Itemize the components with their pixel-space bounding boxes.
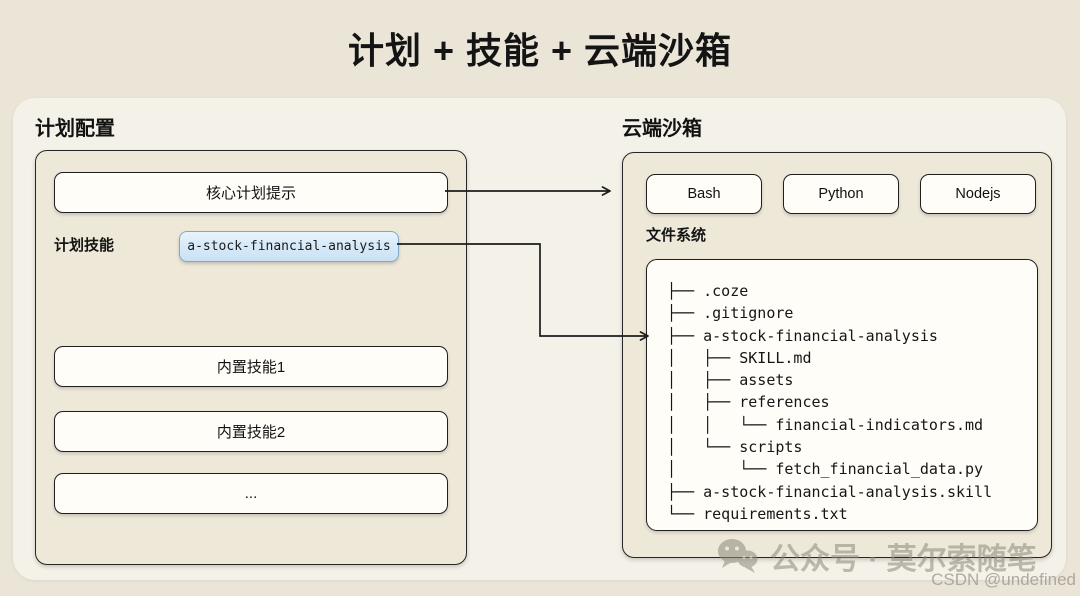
runtime-python-box: Python bbox=[783, 174, 899, 214]
builtin-skill-more-box: ... bbox=[54, 473, 448, 514]
plan-config-panel: 核心计划提示 计划技能 a-stock-financial-analysis 内… bbox=[35, 150, 467, 565]
cloud-sandbox-header: 云端沙箱 bbox=[622, 118, 702, 140]
builtin-skill-2-box: 内置技能2 bbox=[54, 411, 448, 452]
tree-line: └── requirements.txt bbox=[667, 504, 848, 523]
runtime-bash-box: Bash bbox=[646, 174, 762, 214]
core-plan-prompt-box: 核心计划提示 bbox=[54, 172, 448, 213]
tree-line: │ ├── assets bbox=[667, 371, 794, 390]
content-panel: 计划配置 云端沙箱 核心计划提示 计划技能 a-stock-financial-… bbox=[13, 98, 1066, 580]
tree-line: │ ├── SKILL.md bbox=[667, 348, 812, 367]
filesystem-label: 文件系统 bbox=[646, 227, 707, 244]
tree-line: ├── a-stock-financial-analysis.skill bbox=[667, 482, 993, 501]
builtin-skill-1-box: 内置技能1 bbox=[54, 346, 448, 387]
tree-line: │ │ └── financial-indicators.md bbox=[667, 415, 984, 434]
tree-line: │ ├── references bbox=[667, 393, 830, 412]
tree-line: ├── .gitignore bbox=[667, 304, 794, 323]
tree-line: ├── .coze bbox=[667, 282, 749, 300]
file-tree-box: ├── .coze ├── .gitignore ├── a-stock-fin… bbox=[646, 259, 1038, 531]
cloud-sandbox-panel: Bash Python Nodejs 文件系统 ├── .coze ├── .g… bbox=[622, 152, 1052, 558]
plan-config-header: 计划配置 bbox=[35, 118, 115, 140]
plan-skill-label: 计划技能 bbox=[54, 237, 115, 254]
plan-skill-chip: a-stock-financial-analysis bbox=[179, 231, 399, 262]
tree-line: │ └── scripts bbox=[667, 438, 803, 457]
tree-line: ├── a-stock-financial-analysis bbox=[667, 326, 938, 345]
runtime-nodejs-box: Nodejs bbox=[920, 174, 1036, 214]
page-title: 计划 + 技能 + 云端沙箱 bbox=[347, 30, 733, 71]
file-tree: ├── .coze ├── .gitignore ├── a-stock-fin… bbox=[667, 280, 1033, 525]
tree-line: │ └── fetch_financial_data.py bbox=[667, 460, 984, 479]
